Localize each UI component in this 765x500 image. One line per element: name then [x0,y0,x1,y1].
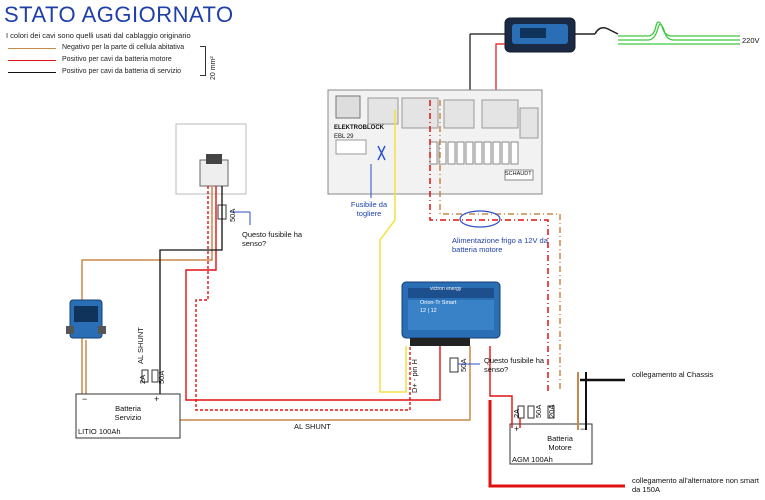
legend-text-motor: Positivo per cavi da batteria motore [62,56,172,63]
legend-line-motor [8,60,56,61]
dcdc-fuse-question: Questo fusibile ha senso? [484,356,545,374]
relay-block [175,123,247,195]
diagram-title: STATO AGGIORNATO [4,2,234,27]
motor-battery-label: Batteria Motore [547,434,573,452]
shunt-vertical-label: AL SHUNT [136,327,145,364]
dcdc-brand: victron energy [430,286,462,292]
dcdc-product: Orion-Tr Smart [420,300,457,306]
motor-positive [185,186,441,401]
mains-charger [504,17,619,53]
legend-brace [200,46,206,76]
dcdc-fuse-rating: 50A [459,358,468,372]
service-battery-label: Batteria Servizio [114,404,142,422]
ebl-name: ELEKTROBLOCK [334,125,384,131]
service-plus: + [154,394,160,404]
service-battery-box [75,393,181,439]
fridge-highlight [459,210,501,228]
chassis-connection: collegamento al Chassis [632,370,714,379]
mains-cable [618,21,740,45]
service-fuse-50a-label: 50A [157,370,166,384]
motor-fuse-50a-label: 50A [534,404,543,418]
shunt-bottom-label: AL SHUNT [294,422,331,431]
motor-battery-box [509,423,593,465]
sense-wire [379,110,407,393]
dcdc-converter [401,281,501,346]
service-fuse-2a [141,369,149,383]
motor-minus: − [580,424,586,434]
legend-line-service [8,72,56,73]
mains-label: 220V [742,36,760,45]
service-battery-type: LITIO 100Ah [78,427,121,436]
motor-plus: + [514,424,520,434]
left-fuse-question: Questo fusibile ha senso? [242,230,303,248]
fridge-note: Alimentazione frigo a 12V da batteria mo… [452,236,548,254]
fuse-remove-note: Fusibile da togliere [350,200,388,218]
service-fuse-50a [151,369,159,383]
fridge-wire-negative [439,100,561,392]
service-positive [159,186,223,396]
motor-battery-type: AGM 100Ah [512,455,553,464]
dcdc-fuse [449,357,459,373]
dcdc-spec: 12 | 12 [420,308,437,314]
legend-text-service: Positivo per cavi da batteria di servizi… [62,68,182,75]
alternator-connection: collegamento all'alternatore non smart d… [632,476,759,494]
left-fuse-rating: 50A [228,208,237,222]
battery-shunt [66,299,106,339]
ebl-board [327,89,543,195]
fuse-remove-mark [377,145,386,161]
dcdc-pin-label: D+ - pin H [410,359,419,393]
legend-line-negative [8,48,56,49]
motor-fuse-20a-label: 20A [547,404,556,418]
diagram-subtitle: I colori dei cavi sono quelli usati dal … [6,31,191,40]
service-fuse-2a-label: 2A [138,374,147,384]
negative-main [81,186,213,396]
legend-text-negative: Negativo per la parte di cellula abitati… [62,44,185,51]
motor-fuse-2a-label: 2A [512,408,521,418]
service-minus: − [82,394,88,404]
fridge-wire-positive [429,100,549,392]
ebl-model: EBL 29 [334,134,354,140]
ebl-brand: SCHAUDT [505,171,532,177]
